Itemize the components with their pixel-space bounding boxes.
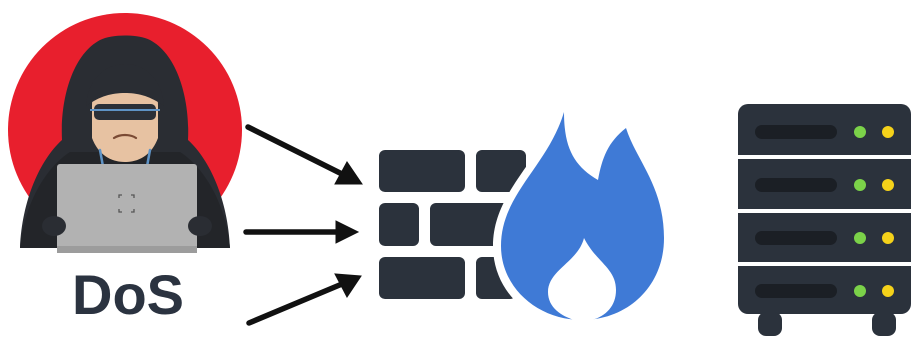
laptop-logo-icon (118, 194, 135, 213)
hacker-mouth (112, 133, 138, 140)
attack-label: DoS (72, 263, 184, 326)
server-unit (755, 125, 894, 139)
attack-arrows (243, 124, 363, 326)
hacker-sunglasses (94, 104, 156, 120)
arrow-middle (243, 220, 360, 244)
server-foot-left (758, 312, 782, 336)
hooded-hacker-icon (8, 13, 242, 253)
server-unit (755, 231, 894, 245)
status-led-yellow (882, 179, 894, 191)
server-unit (755, 284, 894, 298)
flame-icon (501, 112, 664, 320)
server-rack-icon (738, 104, 911, 336)
firewall-icon (379, 100, 672, 328)
arrow-top (245, 124, 363, 185)
status-led-yellow (882, 232, 894, 244)
server-unit (755, 178, 894, 192)
status-led-green (854, 232, 866, 244)
arrow-bottom (246, 273, 362, 326)
status-led-green (854, 126, 866, 138)
status-led-yellow (882, 126, 894, 138)
flame-inner (548, 238, 616, 320)
status-led-green (854, 285, 866, 297)
status-led-yellow (882, 285, 894, 297)
laptop-lid (57, 164, 197, 252)
server-foot-right (872, 312, 896, 336)
hacker-hood-shadow (86, 64, 164, 106)
status-led-green (854, 179, 866, 191)
